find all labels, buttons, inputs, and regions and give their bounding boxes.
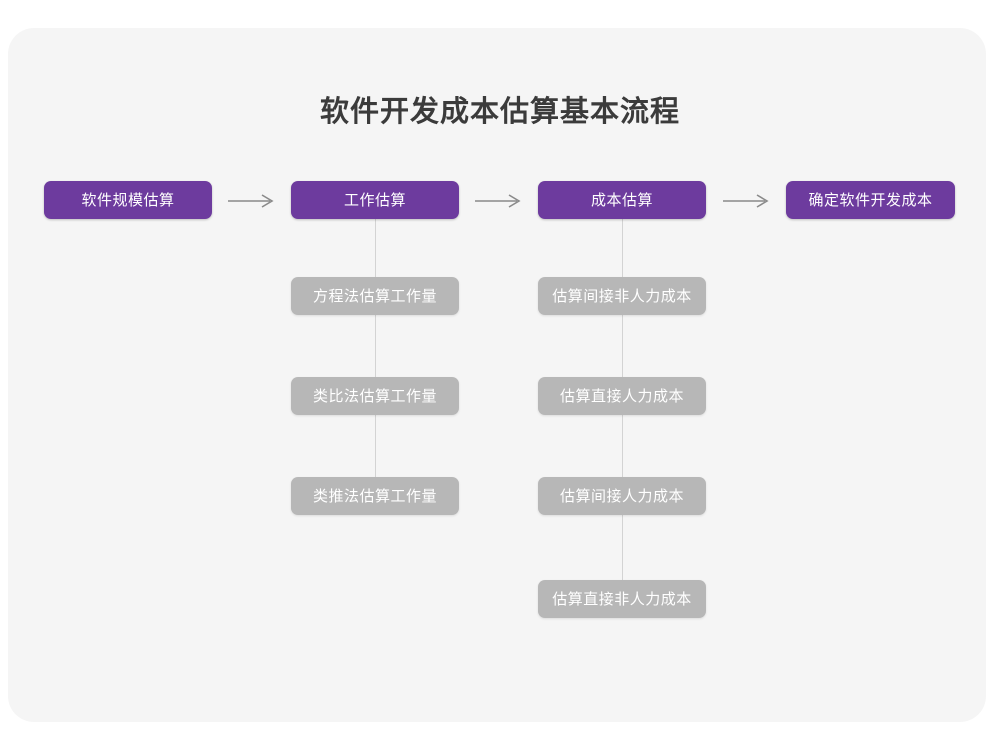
arrow-step2-to-step3 xyxy=(473,191,523,211)
diagram-card xyxy=(8,28,986,722)
sub-node-label: 类比法估算工作量 xyxy=(312,387,437,405)
sub-node-label: 估算直接非人力成本 xyxy=(552,590,692,608)
step-node-label: 工作估算 xyxy=(343,191,406,209)
sub-node-direct-labor-cost[interactable]: 估算直接人力成本 xyxy=(538,377,706,415)
arrow-step3-to-step4 xyxy=(721,191,771,211)
step-node-label: 成本估算 xyxy=(590,191,653,209)
sub-node-direct-non-labor-cost[interactable]: 估算直接非人力成本 xyxy=(538,580,706,618)
connector-line-work xyxy=(375,213,376,495)
sub-node-label: 估算直接人力成本 xyxy=(559,387,684,405)
step-node-label: 软件规模估算 xyxy=(81,191,175,209)
step-node-determine-development-cost[interactable]: 确定软件开发成本 xyxy=(786,181,955,219)
arrow-step1-to-step2 xyxy=(226,191,276,211)
page-title: 软件开发成本估算基本流程 xyxy=(319,96,680,128)
sub-node-indirect-labor-cost[interactable]: 估算间接人力成本 xyxy=(538,477,706,515)
sub-node-label: 方程法估算工作量 xyxy=(312,287,437,305)
sub-node-label: 类推法估算工作量 xyxy=(312,487,437,505)
sub-node-equation-method-workload[interactable]: 方程法估算工作量 xyxy=(291,277,459,315)
sub-node-inference-method-workload[interactable]: 类推法估算工作量 xyxy=(291,477,459,515)
step-node-cost-estimation[interactable]: 成本估算 xyxy=(538,181,706,219)
step-node-work-estimation[interactable]: 工作估算 xyxy=(291,181,459,219)
sub-node-label: 估算间接人力成本 xyxy=(559,487,684,505)
step-node-software-scale-estimation[interactable]: 软件规模估算 xyxy=(44,181,212,219)
step-node-label: 确定软件开发成本 xyxy=(808,191,933,209)
sub-node-label: 估算间接非人力成本 xyxy=(552,287,692,305)
sub-node-analogy-method-workload[interactable]: 类比法估算工作量 xyxy=(291,377,459,415)
sub-node-indirect-non-labor-cost[interactable]: 估算间接非人力成本 xyxy=(538,277,706,315)
